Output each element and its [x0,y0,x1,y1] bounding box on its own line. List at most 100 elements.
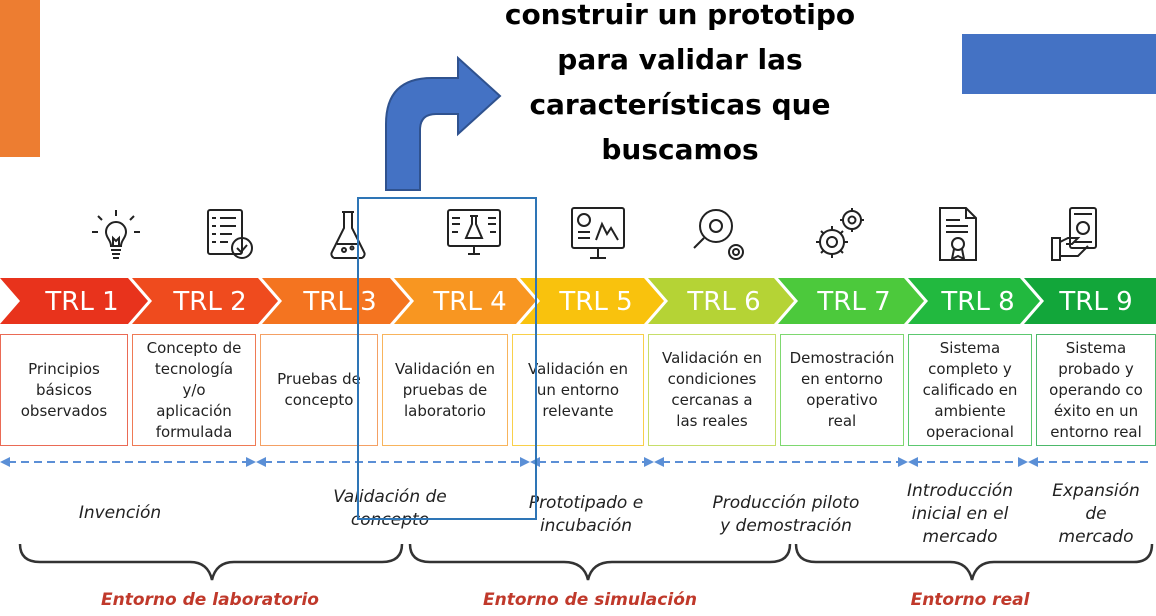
description-line: básicos [36,380,92,399]
certificate-icon [926,202,990,266]
trl-chevron-3 [262,278,410,324]
description-line: cercanas a [671,391,753,409]
trl-label: TRL 8 [941,287,1015,317]
description-line: laboratorio [403,401,486,420]
description-line: concepto [284,391,354,409]
description-line: Sistema [1065,338,1127,357]
description-line: Sistema [939,338,1001,357]
analytics-monitor-icon [566,202,630,266]
description-line: entorno real [1050,422,1142,441]
phase-line: mercado [922,527,998,547]
description-line: completo y [928,359,1012,378]
lab-monitor-icon [442,202,506,266]
trl-description-5: Validación en un entorno relevante [512,334,644,446]
description-line: operacional [926,422,1014,441]
trl-description-3: Pruebas de concepto [260,334,378,446]
trl-chevron-1 [0,278,148,324]
curved-arrow [385,55,502,191]
trl-chevron-5 [520,278,664,324]
phase-line: incubación [539,516,633,536]
phase-line: Invención [78,503,162,523]
description-line: operativo [806,391,878,409]
checklist-icon [196,202,260,266]
blue-rectangle [962,34,1156,94]
description-line: relevante [542,401,614,420]
description-line: tecnología [154,359,234,378]
environment-braces [18,543,1154,581]
description-line: Pruebas de [277,370,361,388]
environment-label: Entorno real [910,590,1030,610]
phase-line: de [1085,504,1107,524]
description-line: ambiente [934,401,1006,420]
description-line: probado y [1058,359,1134,378]
trl-chevron-2 [132,278,278,324]
description-line: aplicación [156,401,232,420]
phase-label: Validación de concepto [300,486,480,532]
trl-description-7: Demostración en entorno operativo real [780,334,904,446]
trl-label: TRL 6 [687,287,761,317]
trl-chevron-8 [908,278,1040,324]
description-line: Validación en [528,359,628,378]
trl-chevron-6 [648,278,794,324]
phase-line: Introducción [906,481,1013,501]
trl-label: TRL 3 [303,287,377,317]
headline-line: características que [529,88,831,121]
phase-line: Producción piloto [712,493,860,513]
trl-description-4: Validación en pruebas de laboratorio [382,334,508,446]
flask-icon [316,202,380,266]
trl-description-6: Validación en condiciones cercanas a las… [648,334,776,446]
phase-line: concepto [350,510,430,530]
side-tab [0,0,40,157]
description-line: en entorno [801,370,883,388]
trl-description-2: Concepto de tecnología y/o aplicación fo… [132,334,256,446]
phase-line: Validación de [333,487,447,507]
trl-chevron-9 [1024,278,1156,324]
lightbulb-icon [84,202,148,266]
headline-line: para validar las [557,43,803,76]
description-line: observados [20,401,108,420]
description-line: Principios [28,359,100,378]
trl-description-9: Sistema probado y operando co éxito en u… [1036,334,1156,446]
headline-line: construir un prototipo [504,0,856,31]
trl-label: TRL 5 [559,287,633,317]
phase-line: y demostración [720,516,852,536]
phase-line: inicial en el [911,504,1009,524]
trl4-highlight-box [357,197,537,520]
trl-description-8: Sistema completo y calificado en ambient… [908,334,1032,446]
magnifier-gear-icon [688,202,752,266]
trl-label: TRL 2 [173,287,247,317]
phase-line: mercado [1058,527,1134,547]
description-line: Validación en [395,359,495,378]
money-hand-icon [1044,202,1108,266]
phase-label: Prototipado e incubación [506,492,666,538]
trl-label: TRL 7 [817,287,891,317]
description-line: y/o [182,380,206,399]
trl-chevron-7 [778,278,924,324]
description-line: Validación en [662,349,762,367]
phase-line: Expansión [1052,481,1140,501]
environment-label: Entorno de laboratorio [101,590,319,610]
description-line: calificado en [922,380,1018,399]
trl-label: TRL 1 [45,287,119,317]
description-line: éxito en un [1053,401,1139,420]
phase-arrows [0,457,1152,467]
description-line: Demostración [789,349,895,367]
gears-icon [808,202,872,266]
description-line: un entorno [536,380,620,399]
trl-label: TRL 9 [1059,287,1133,317]
description-line: condiciones [667,370,757,388]
phase-label: Introducción inicial en el mercado [900,480,1020,549]
description-line: real [827,412,857,430]
environment-label: Entorno de simulación [483,590,697,610]
trl-label: TRL 4 [433,287,507,317]
trl-chevron-bar [0,278,1156,324]
trl-chevron-4 [394,278,536,324]
headline: construir un prototipo para validar las … [470,0,890,172]
description-line: pruebas de [402,380,488,399]
phase-label: Producción piloto y demostración [688,492,884,538]
description-line: las reales [676,412,748,430]
headline-line: buscamos [601,133,759,166]
phase-label: Invención [40,502,200,525]
trl-description-1: Principios básicos observados [0,334,128,446]
description-line: Concepto de [146,338,242,357]
